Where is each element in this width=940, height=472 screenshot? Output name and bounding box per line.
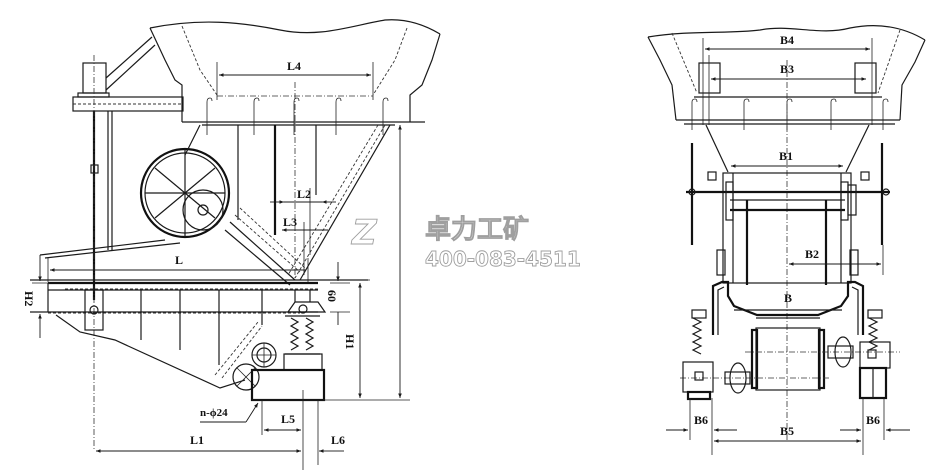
anchor-bolts-end: [691, 98, 889, 130]
label-L1: L1: [190, 433, 204, 447]
hopper-top-edge-end: [647, 25, 926, 41]
end-view: B4 B3 B1: [647, 25, 926, 455]
label-L6: L6: [331, 433, 345, 447]
label-B4: B4: [780, 33, 794, 47]
watermark-phone: 400-083-4511: [425, 247, 581, 271]
inclined-chute: [39, 124, 391, 286]
hopper-top-edge: [149, 19, 441, 35]
side-view: L4: [22, 19, 441, 470]
label-60: 60: [325, 290, 339, 302]
anchor-bolts: [206, 97, 389, 135]
gate-frame: [686, 171, 890, 285]
coupling-right: [834, 336, 852, 368]
label-B: B: [784, 291, 792, 305]
label-L5: L5: [281, 412, 295, 426]
hand-wheel[interactable]: [139, 147, 231, 239]
motor-right-top: [854, 62, 877, 94]
trough-end: [711, 280, 865, 335]
vibrator-drum: [680, 327, 900, 391]
label-B6-left: B6: [694, 413, 708, 427]
support-base: [250, 368, 326, 402]
coupling-left: [729, 362, 747, 394]
label-B5: B5: [780, 424, 794, 438]
watermark-brand: 卓力工矿: [425, 214, 529, 245]
label-L3: L3: [283, 215, 297, 229]
feeder-trough: [30, 279, 368, 389]
motor-left-top: [698, 62, 721, 94]
side-motor-right: [858, 309, 891, 400]
label-L2: L2: [297, 187, 311, 201]
motor-body: [82, 62, 107, 94]
label-B2: B2: [805, 247, 819, 261]
label-B1: B1: [779, 149, 793, 163]
spring-support: [250, 290, 327, 402]
label-H2: H2: [22, 291, 36, 306]
label-B6-right: B6: [866, 413, 880, 427]
label-H1: H1: [343, 334, 357, 349]
vibrator-motor: [214, 321, 277, 391]
label-L4: L4: [287, 59, 301, 73]
hopper-left-break: [149, 27, 183, 122]
label-L: L: [175, 253, 183, 267]
watermark: Z 卓力工矿 400-083-4511: [351, 213, 582, 272]
side-motor-left: [682, 309, 714, 401]
label-holes: n-ϕ24: [200, 407, 228, 419]
watermark-logo: Z: [351, 213, 378, 253]
